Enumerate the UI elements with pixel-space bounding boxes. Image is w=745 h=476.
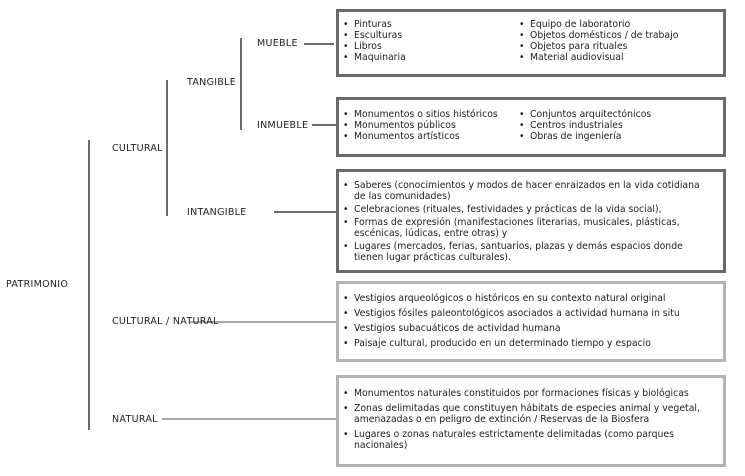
intangible-connector — [274, 211, 336, 213]
cultural-label: CULTURAL — [112, 143, 163, 154]
cultural-natural-list: Vestigios arqueológicos o históricos en … — [341, 293, 717, 353]
mueble-list-right: Equipo de laboratorio Objetos domésticos… — [517, 19, 678, 63]
list-item: Esculturas — [341, 30, 406, 41]
cultural-bracket-line — [166, 80, 168, 216]
intangible-list: Saberes (conocimientos y modos de hacer … — [341, 180, 711, 265]
root-bracket-line — [88, 140, 90, 430]
list-item: Monumentos o sitios históricos — [341, 109, 498, 120]
natural-box: Monumentos naturales constituidos por fo… — [336, 375, 726, 467]
list-item: Obras de ingeniería — [517, 131, 651, 142]
list-item: Vestigios arqueológicos o históricos en … — [341, 293, 717, 304]
mueble-box: Pinturas Esculturas Libros Maquinaria Eq… — [336, 9, 726, 77]
list-item: Pinturas — [341, 19, 406, 30]
inmueble-connector — [312, 124, 336, 126]
list-item: Libros — [341, 41, 406, 52]
tangible-label: TANGIBLE — [187, 77, 237, 88]
cultural-natural-box: Vestigios arqueológicos o históricos en … — [336, 281, 726, 362]
list-item: Objetos domésticos / de trabajo — [517, 30, 678, 41]
list-item: Vestigios fósiles paleontológicos asocia… — [341, 308, 717, 319]
list-item: Lugares o zonas naturales estrictamente … — [341, 429, 711, 451]
tangible-bracket-line — [240, 38, 242, 130]
list-item: Lugares (mercados, ferias, santuarios, p… — [341, 241, 711, 263]
inmueble-list-left: Monumentos o sitios históricos Monumento… — [341, 109, 498, 142]
inmueble-box: Monumentos o sitios históricos Monumento… — [336, 97, 726, 157]
list-item: Vestigios subacuáticos de actividad huma… — [341, 323, 717, 334]
natural-label: NATURAL — [112, 414, 158, 425]
list-item: Maquinaria — [341, 52, 406, 63]
intangible-label: INTANGIBLE — [187, 207, 247, 218]
list-item: Conjuntos arquitectónicos — [517, 109, 651, 120]
list-item: Objetos para rituales — [517, 41, 678, 52]
cultural-natural-label: CULTURAL / NATURAL — [112, 316, 219, 327]
natural-connector — [162, 418, 336, 420]
list-item: Monumentos artísticos — [341, 131, 498, 142]
mueble-list-left: Pinturas Esculturas Libros Maquinaria — [341, 19, 406, 63]
list-item: Celebraciones (rituales, festividades y … — [341, 204, 711, 215]
list-item: Monumentos naturales constituidos por fo… — [341, 388, 711, 399]
inmueble-list-right: Conjuntos arquitectónicos Centros indust… — [517, 109, 651, 142]
natural-list: Monumentos naturales constituidos por fo… — [341, 388, 711, 455]
mueble-connector — [304, 43, 334, 45]
list-item: Saberes (conocimientos y modos de hacer … — [341, 180, 711, 202]
cultural-natural-connector — [190, 321, 336, 323]
list-item: Formas de expresión (manifestaciones lit… — [341, 217, 711, 239]
root-label: PATRIMONIO — [6, 279, 69, 290]
intangible-box: Saberes (conocimientos y modos de hacer … — [336, 169, 726, 273]
list-item: Zonas delimitadas que constituyen hábita… — [341, 403, 711, 425]
inmueble-label: INMUEBLE — [257, 120, 309, 131]
list-item: Paisaje cultural, producido en un determ… — [341, 338, 717, 349]
list-item: Centros industriales — [517, 120, 651, 131]
mueble-label: MUEBLE — [257, 38, 298, 49]
list-item: Monumentos públicos — [341, 120, 498, 131]
list-item: Material audiovisual — [517, 52, 678, 63]
list-item: Equipo de laboratorio — [517, 19, 678, 30]
